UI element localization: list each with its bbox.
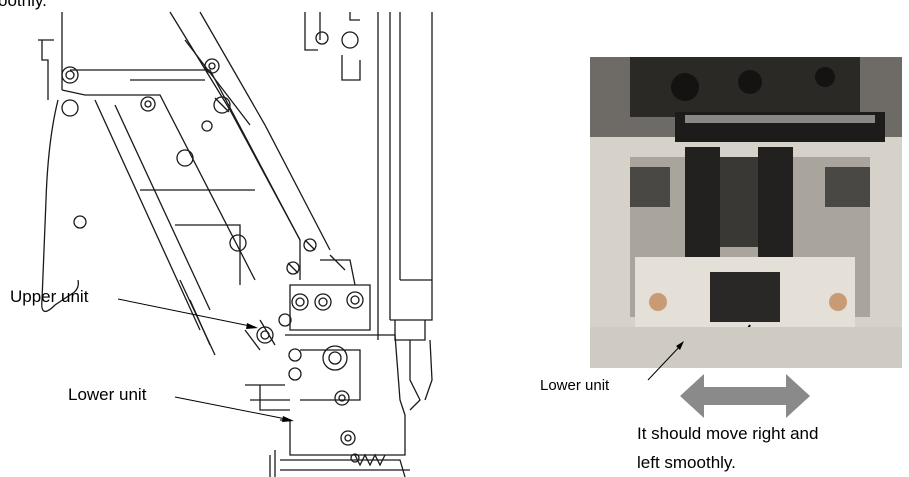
lower-unit-label-photo: Lower unit [540, 377, 610, 394]
top-text-fragment: oothly. [0, 0, 47, 10]
lower-unit-label-drawing: Lower unit [68, 385, 147, 404]
left-right-arrow-icon [680, 374, 810, 418]
movement-caption-line-2: left smoothly. [637, 453, 736, 472]
lower-unit-photo-leader [647, 341, 684, 381]
movement-caption-line-1: It should move right and [637, 424, 819, 443]
lower-unit-photo [590, 57, 902, 368]
upper-unit-label: Upper unit [10, 287, 89, 306]
mechanism-line-drawing [38, 11, 433, 477]
